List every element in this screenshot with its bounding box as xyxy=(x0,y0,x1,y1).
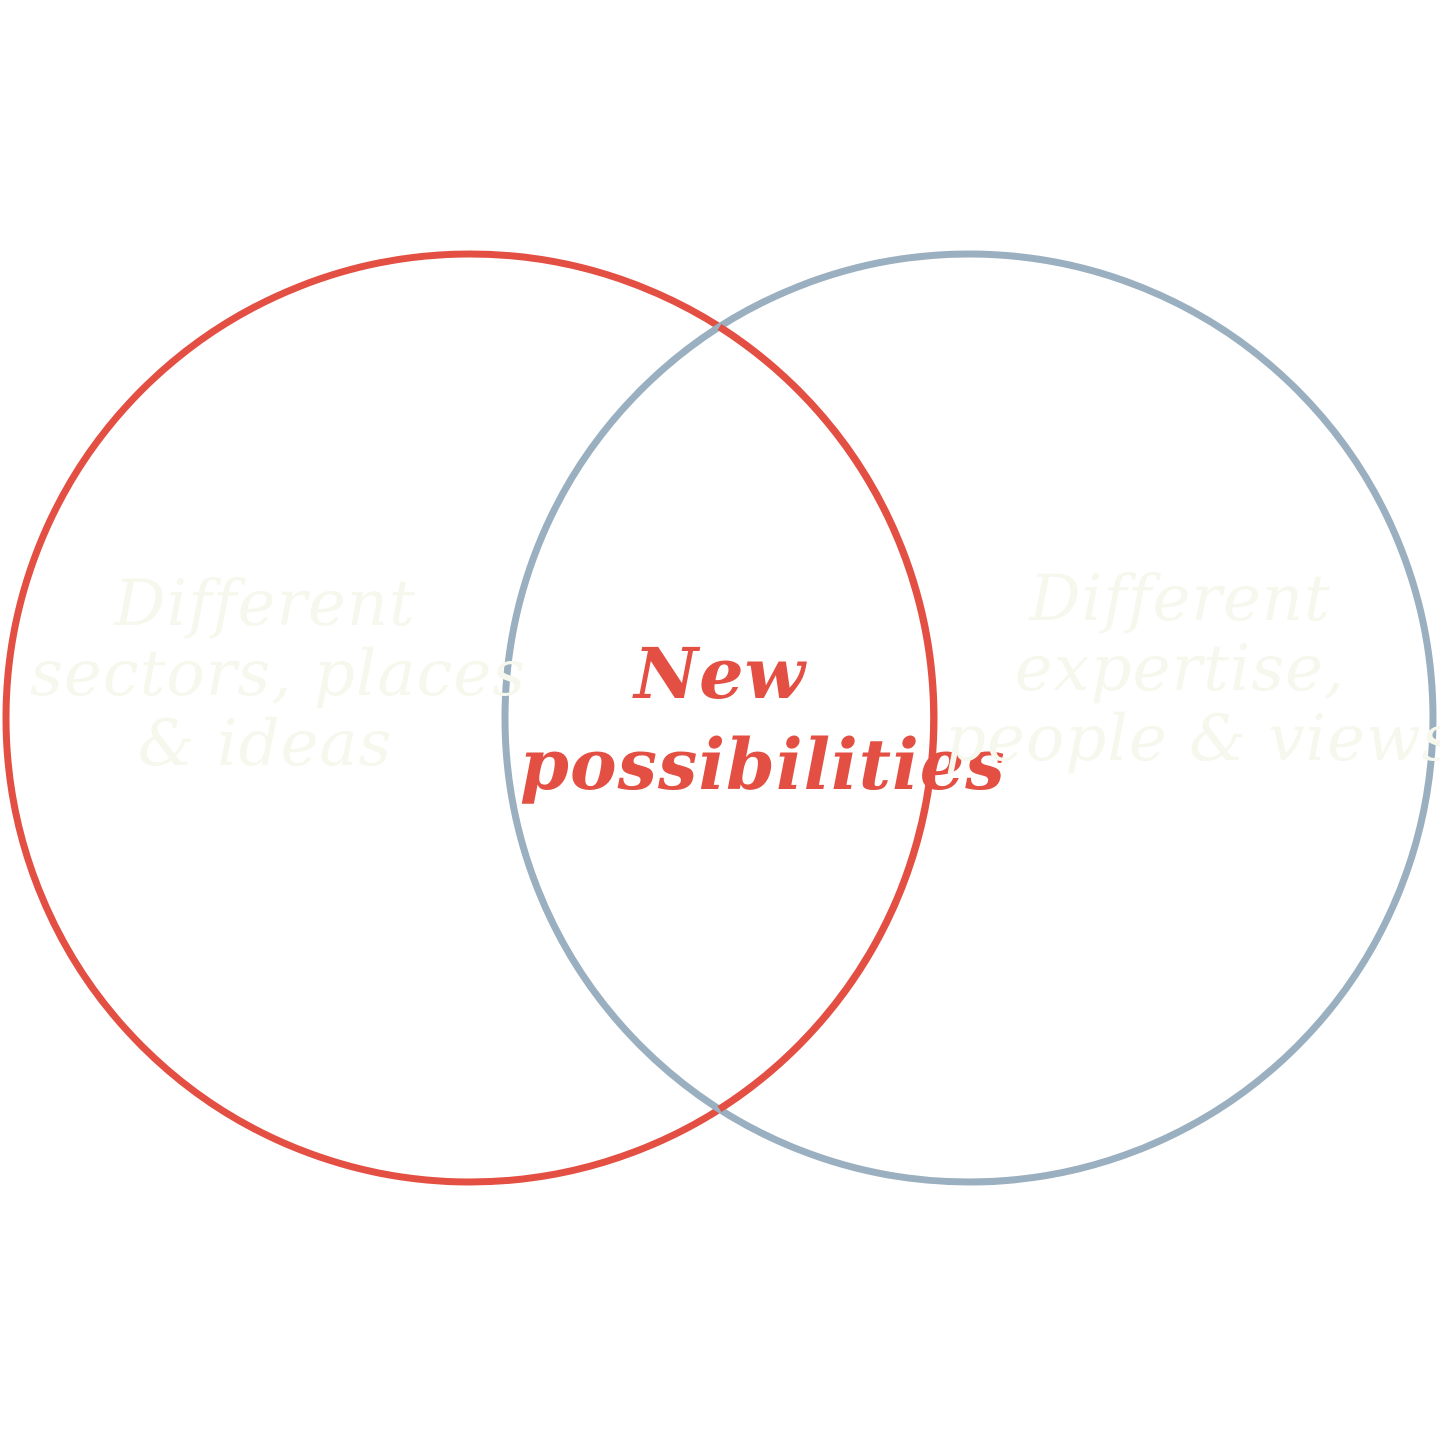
right-label-line-2: expertise, xyxy=(1014,631,1346,706)
right-circle-label: Different expertise, people & views xyxy=(945,562,1440,776)
left-label-line-1: Different xyxy=(114,567,416,641)
left-label-line-3: & ideas xyxy=(137,706,393,781)
left-circle-overlap-arc xyxy=(717,324,938,1112)
center-label-line-2: possibilities xyxy=(520,723,1006,806)
right-label-line-3: people & views xyxy=(945,701,1440,776)
right-circle xyxy=(501,250,1437,1186)
right-label-line-1: Different xyxy=(1029,562,1331,636)
center-label-line-1: New xyxy=(634,632,806,715)
intersection-label: New possibilities xyxy=(520,628,1006,810)
left-circle-label: Different sectors, places & ideas xyxy=(30,567,527,781)
left-label-line-2: sectors, places xyxy=(30,636,527,711)
